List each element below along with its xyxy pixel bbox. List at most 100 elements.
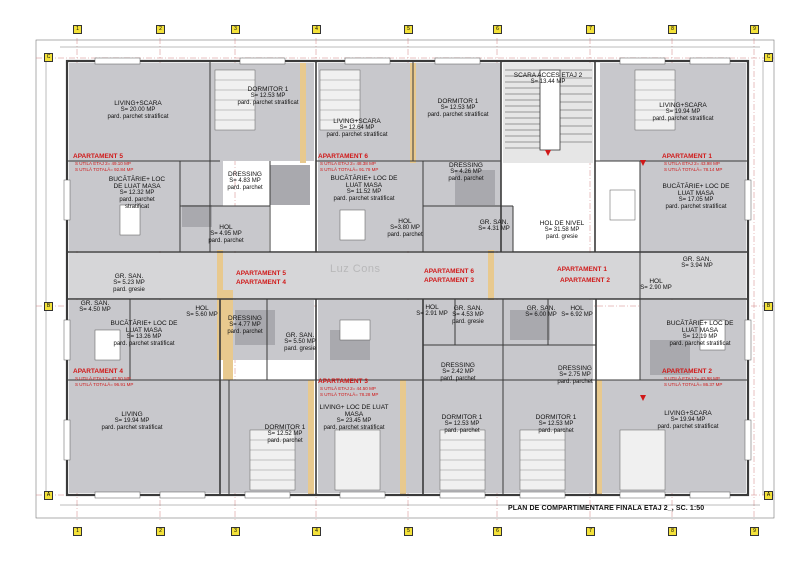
room-name: LIVING+SCARA: [664, 410, 712, 417]
apartment-utila: S UTILĂ ETAJ 2= 44.50 MP: [320, 386, 376, 391]
room-name: HOL: [570, 305, 584, 312]
room-name: GR. SAN.: [479, 219, 509, 226]
room-area: S= 4.26 MP: [450, 169, 482, 175]
room-finish: pard. parchet stratificat: [326, 132, 388, 138]
grid-bubble-col: 4: [312, 527, 321, 536]
room-area: S= 19.94 MP: [114, 418, 150, 424]
room-name: HOL: [649, 278, 663, 285]
room-name: LIVING+ LOC DE LUAT MASA: [319, 404, 389, 418]
apartment-utila: S UTILĂ ETAJ 2= 43.98 MP: [664, 161, 720, 166]
room-finish: pard. gresie: [284, 346, 316, 352]
corridor-apartment-label: APARTAMENT 5: [236, 270, 286, 277]
room-name: LIVING+SCARA: [333, 118, 381, 125]
room-finish: pard. parchet stratificat: [107, 114, 169, 120]
grid-bubble-col: 8: [668, 527, 677, 536]
apartment-label: APARTAMENT 2: [662, 368, 712, 375]
room-area: S= 12.53 MP: [440, 105, 476, 111]
grid-bubble-col: 5: [404, 25, 413, 34]
room-finish: pard. parchet stratificat: [665, 204, 727, 210]
room-name: DORMITOR 1: [535, 414, 577, 421]
room-area: S=3.80 MP: [390, 225, 420, 231]
room-finish: pard. parchet: [557, 379, 593, 385]
room-finish: pard. parchet stratificat: [652, 116, 714, 122]
room-label-gr-san-6: GR. SAN.S= 4.31 MP: [478, 219, 510, 233]
apartment-utila: S UTILĂ ETAJ 2= 47.50 MP: [75, 376, 131, 381]
grid-bubble-col: 6: [493, 25, 502, 34]
room-name: SCARA ACCES ETAJ 2: [513, 72, 583, 79]
grid-bubble-row: A: [44, 491, 53, 500]
room-finish: pard. parchet stratificat: [113, 341, 175, 347]
room-finish: pard. gresie: [546, 234, 578, 240]
room-name: DORMITOR 1: [437, 98, 479, 105]
room-area: S= 4.53 MP: [452, 312, 484, 318]
room-name: DRESSING: [228, 171, 262, 178]
room-area: S= 12.19 MP: [682, 334, 718, 340]
room-finish: pard. parchet stratificat: [323, 425, 385, 431]
room-area: S= 11.52 MP: [346, 189, 382, 195]
room-name: GR. SAN.: [682, 256, 712, 263]
room-name: GR. SAN.: [285, 332, 315, 339]
grid-bubble-col: 1: [73, 527, 82, 536]
room-area: S= 5.60 MP: [186, 312, 218, 318]
room-area: S= 4.50 MP: [79, 307, 111, 313]
grid-bubble-col: 3: [231, 527, 240, 536]
room-name: LIVING+SCARA: [659, 102, 707, 109]
apartment-totala: S UTILĂ TOTALĂ= 78.28 MP: [320, 392, 379, 397]
room-finish: pard. parchet: [444, 428, 480, 434]
room-area: S= 4.77 MP: [229, 322, 261, 328]
grid-bubble-col: 6: [493, 527, 502, 536]
room-area: S= 31.58 MP: [544, 227, 580, 233]
room-name: HOL DE NIVEL: [539, 220, 585, 227]
room-area: S= 6.00 MP: [525, 312, 557, 318]
corridor-apartment-label: APARTAMENT 2: [560, 277, 610, 284]
apartment-totala: S UTILĂ TOTALĂ= 96.91 MP: [75, 382, 134, 387]
grid-bubble-col: 3: [231, 25, 240, 34]
room-name: HOL: [195, 305, 209, 312]
room-area: S= 2.75 MP: [559, 372, 591, 378]
grid-bubble-col: 2: [156, 25, 165, 34]
room-area: S= 12.53 MP: [444, 421, 480, 427]
room-name: DORMITOR 1: [247, 86, 289, 93]
grid-bubble-col: 9: [750, 25, 759, 34]
room-name: BUCĂTĂRIE+ LOC DE LUAT MASA: [108, 176, 166, 190]
room-name: LIVING: [121, 411, 143, 418]
room-area: S= 4.31 MP: [478, 226, 510, 232]
room-area: S= 13.26 MP: [126, 334, 162, 340]
apartment-label: APARTAMENT 3: [318, 378, 368, 385]
room-area: S= 4.95 MP: [210, 231, 242, 237]
room-name: HOL: [425, 304, 439, 311]
grid-bubble-row: B: [764, 302, 773, 311]
grid-bubble-col: 8: [668, 25, 677, 34]
room-finish: pard. parchet stratificat: [101, 425, 163, 431]
room-area: S= 17.05 MP: [678, 197, 714, 203]
room-area: S= 12.32 MP: [119, 190, 155, 196]
room-finish: pard. gresie: [452, 319, 484, 325]
room-area: S= 12.52 MP: [267, 431, 303, 437]
corridor-apartment-label: APARTAMENT 4: [236, 279, 286, 286]
apartment-label: APARTAMENT 6: [318, 153, 368, 160]
room-finish: pard. parchet: [227, 185, 263, 191]
room-name: DRESSING: [228, 315, 262, 322]
room-area: S= 6.92 MP: [561, 312, 593, 318]
room-finish: pard. parchet stratificat: [119, 197, 155, 210]
